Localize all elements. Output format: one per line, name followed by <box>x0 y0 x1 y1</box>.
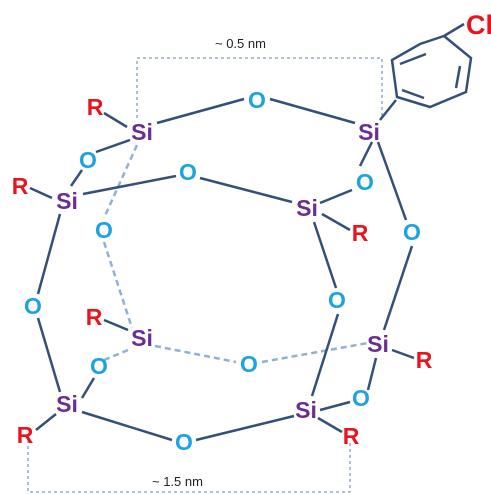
bond <box>376 141 408 221</box>
si-atom: Si <box>56 188 78 214</box>
bond <box>310 313 340 397</box>
o-atom: O <box>79 147 97 173</box>
bond <box>103 111 128 129</box>
si-atom: Si <box>296 195 318 221</box>
bond <box>35 413 57 431</box>
si-atom: Si <box>295 397 317 423</box>
o-atom: O <box>24 293 42 319</box>
dimension-guides <box>27 57 383 493</box>
dimension-label-bottom: ~ 1.5 nm <box>152 474 203 489</box>
si-atom: Si <box>131 325 153 351</box>
bond <box>195 414 295 442</box>
o-atom: O <box>95 217 113 243</box>
r-group: R <box>12 173 29 199</box>
bond <box>154 344 237 364</box>
bond <box>319 188 353 205</box>
o-atom: O <box>90 353 108 379</box>
bond <box>103 318 129 332</box>
bond <box>102 144 139 219</box>
o-atom: O <box>179 159 197 185</box>
benzene-ring <box>390 34 473 109</box>
r-group: R <box>86 304 103 330</box>
bond <box>102 241 134 329</box>
bond <box>317 416 343 434</box>
bond <box>156 97 245 125</box>
r-groups: R R R R R R R <box>12 94 433 449</box>
bond <box>261 341 369 364</box>
dimension-label-top: ~ 0.5 nm <box>215 36 266 51</box>
o-atom: O <box>403 219 421 245</box>
silicon-atoms: Si Si Si Si Si Si Si Si <box>56 119 389 423</box>
bond <box>36 317 62 393</box>
bond <box>366 357 378 391</box>
o-atom: O <box>352 385 370 411</box>
cl-atom: Cl <box>466 10 491 40</box>
bond <box>401 88 425 100</box>
bond <box>321 212 351 232</box>
r-group: R <box>416 347 433 373</box>
dimension-line-bottom <box>27 440 351 493</box>
back-bonds <box>102 144 369 364</box>
front-bonds <box>29 97 415 442</box>
bond <box>391 348 415 360</box>
bond <box>29 186 53 200</box>
bond <box>269 97 356 125</box>
bond <box>103 348 129 362</box>
si-atom: Si <box>367 331 389 357</box>
bond <box>358 141 374 167</box>
bond <box>454 65 462 89</box>
r-group: R <box>352 220 369 246</box>
o-atom: O <box>328 287 346 313</box>
r-group: R <box>343 423 360 449</box>
bond <box>81 410 173 442</box>
bond <box>382 245 414 331</box>
o-atom: O <box>175 429 193 455</box>
bond <box>379 99 397 121</box>
o-atom: O <box>248 87 266 113</box>
si-atom: Si <box>358 119 380 145</box>
bond <box>82 174 177 196</box>
phenyl-ring <box>390 22 473 109</box>
bond <box>36 213 62 295</box>
bond <box>443 22 465 38</box>
bond <box>80 377 96 399</box>
bond <box>69 169 84 187</box>
bond <box>312 221 338 289</box>
bond <box>199 176 293 204</box>
oxygen-atoms: O O O O O O O O O O O O <box>24 87 421 455</box>
o-atom: O <box>356 169 374 195</box>
si-atom: Si <box>131 119 153 145</box>
r-group: R <box>17 422 34 448</box>
bond <box>319 400 351 412</box>
si-atom: Si <box>56 391 78 417</box>
o-atom: O <box>240 351 258 377</box>
r-group: R <box>87 94 104 120</box>
bond <box>399 52 427 66</box>
dimension-line-top <box>136 57 383 118</box>
bond <box>95 138 131 154</box>
